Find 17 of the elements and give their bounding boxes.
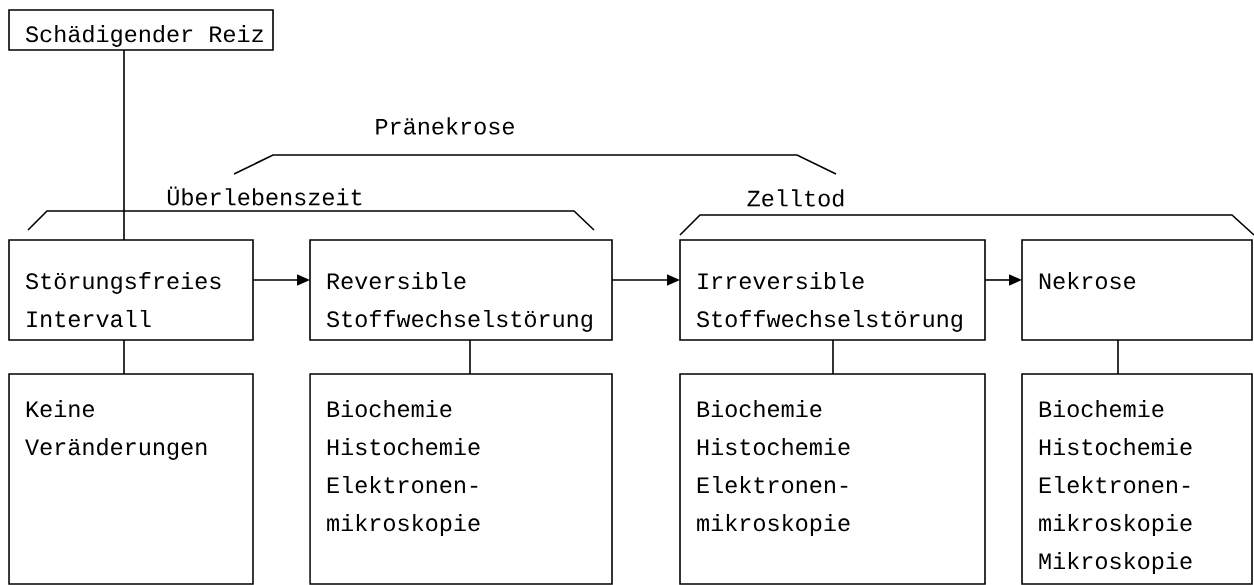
findings-box: Keine Veränderungen — [8, 373, 254, 585]
bracket-label: Überlebenszeit — [167, 186, 362, 206]
stage-box: Reversible Stoffwechselstörung — [309, 239, 613, 341]
connector-line — [1117, 339, 1119, 375]
bracket-label: Pränekrose — [376, 117, 514, 135]
connector-line — [469, 339, 471, 375]
stage-box: Nekrose — [1021, 239, 1253, 341]
findings-box: Biochemie Histochemie Elektronen- mikroskopie — [679, 373, 986, 585]
stage-box: Störungsfreies Intervall — [8, 239, 254, 341]
connector-line — [123, 49, 125, 241]
findings-box: Biochemie Histochemie Elektronen- mikroskopie Mikroskopie — [1021, 373, 1253, 585]
stage-box: Irreversible Stoffwechselstörung — [679, 239, 986, 341]
connector-line — [123, 339, 125, 375]
findings-box: Biochemie Histochemie Elektronen- mikroskopie — [309, 373, 613, 585]
bracket-label: Zelltod — [747, 189, 844, 207]
connector-line — [832, 339, 834, 375]
stimulus-box: Schädigender Reiz — [8, 9, 274, 51]
